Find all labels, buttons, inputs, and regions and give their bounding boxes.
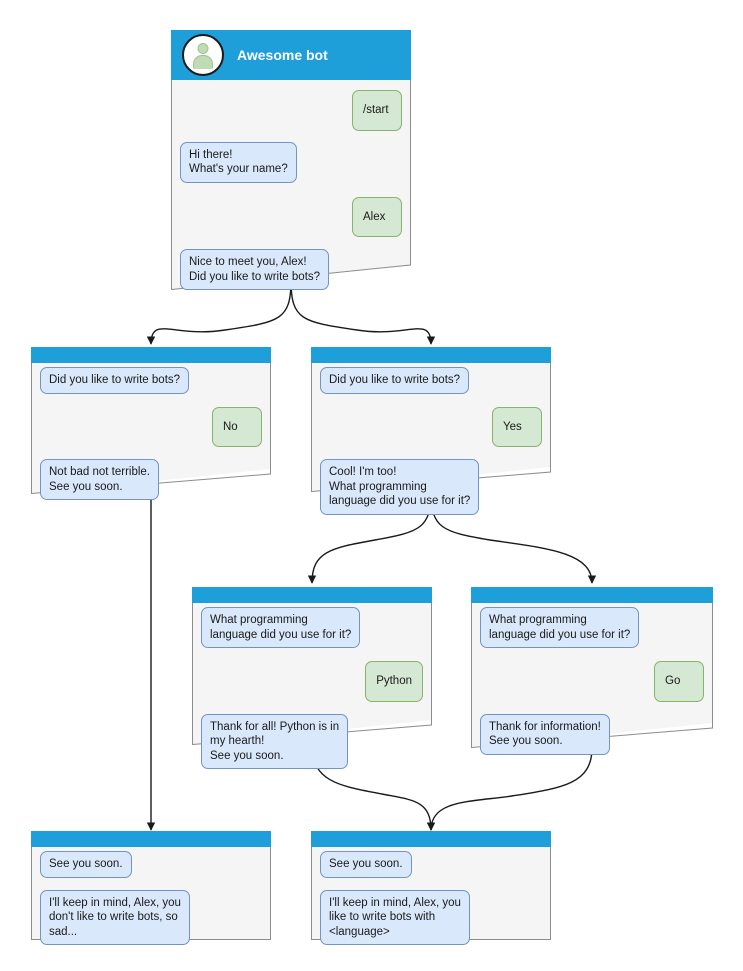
node-header-bar — [311, 347, 551, 363]
user-message-bubble[interactable]: Yes — [492, 406, 542, 447]
message-row: Cool! I'm too! What programming language… — [311, 459, 551, 515]
message-row: Did you like to write bots? — [311, 367, 551, 394]
avatar-head — [197, 43, 209, 54]
message-row: Did you like to write bots? — [31, 367, 271, 394]
bot-message-bubble[interactable]: Hi there! What's your name? — [180, 141, 297, 183]
message-row: Python — [192, 661, 432, 702]
message-row: Thank for all! Python is in my hearth! S… — [192, 713, 432, 769]
chat-messages: What programming language did you use fo… — [471, 607, 713, 755]
chat-node-root[interactable]: Awesome bot /start Hi there! What's your… — [171, 30, 411, 290]
bot-message-bubble[interactable]: Thank for information! See you soon. — [480, 713, 610, 755]
edge-go-to-end-happy — [426, 747, 593, 831]
node-header-bar — [31, 831, 271, 847]
message-row: Go — [471, 661, 713, 702]
message-row: /start — [171, 90, 411, 131]
chat-messages: /start Hi there! What's your name? Alex … — [171, 90, 411, 290]
chat-messages: See you soon. I'll keep in mind, Alex, y… — [311, 851, 551, 945]
bot-message-bubble[interactable]: Did you like to write bots? — [320, 367, 470, 394]
bot-message-bubble[interactable]: Not bad not terrible. See you soon. — [40, 459, 160, 500]
message-row: I'll keep in mind, Alex, you like to wri… — [311, 889, 551, 945]
user-message-bubble[interactable]: Python — [365, 661, 423, 702]
message-row: Alex — [171, 196, 411, 237]
message-row: Nice to meet you, Alex! Did you like to … — [171, 249, 411, 290]
bot-title: Awesome bot — [237, 47, 328, 63]
message-row: I'll keep in mind, Alex, you don't like … — [31, 889, 271, 945]
message-row: Hi there! What's your name? — [171, 141, 411, 183]
message-row: No — [31, 406, 271, 447]
user-message-bubble[interactable]: Alex — [352, 196, 402, 237]
node-header-bar — [31, 347, 271, 363]
avatar-body — [193, 55, 213, 69]
chat-node-end-sad[interactable]: See you soon. I'll keep in mind, Alex, y… — [31, 831, 271, 945]
message-row: See you soon. — [31, 851, 271, 878]
message-row: See you soon. — [311, 851, 551, 878]
user-avatar-icon — [182, 34, 224, 76]
bot-message-bubble[interactable]: What programming language did you use fo… — [480, 607, 640, 648]
user-message-bubble[interactable]: Go — [654, 661, 704, 702]
chat-node-no-branch[interactable]: Did you like to write bots? No Not bad n… — [31, 347, 271, 500]
chat-node-end-happy[interactable]: See you soon. I'll keep in mind, Alex, y… — [311, 831, 551, 945]
node-header-bar — [311, 831, 551, 847]
bot-message-bubble[interactable]: Thank for all! Python is in my hearth! S… — [201, 713, 349, 769]
node-header-bar — [471, 587, 713, 603]
chat-node-yes-branch[interactable]: Did you like to write bots? Yes Cool! I'… — [311, 347, 551, 515]
chat-node-python-branch[interactable]: What programming language did you use fo… — [192, 587, 432, 769]
node-header-bar: Awesome bot — [171, 30, 411, 80]
node-header-bar — [192, 587, 432, 603]
message-row: Thank for information! See you soon. — [471, 713, 713, 755]
user-message-bubble[interactable]: No — [212, 406, 262, 447]
chat-messages: See you soon. I'll keep in mind, Alex, y… — [31, 851, 271, 945]
bot-message-bubble[interactable]: Cool! I'm too! What programming language… — [320, 459, 480, 515]
message-row: Not bad not terrible. See you soon. — [31, 459, 271, 500]
message-row: What programming language did you use fo… — [192, 607, 432, 648]
message-row: What programming language did you use fo… — [471, 607, 713, 648]
chat-node-go-branch[interactable]: What programming language did you use fo… — [471, 587, 713, 755]
bot-message-bubble[interactable]: I'll keep in mind, Alex, you don't like … — [40, 889, 190, 945]
bot-message-bubble[interactable]: Nice to meet you, Alex! Did you like to … — [180, 249, 330, 290]
message-row: Yes — [311, 406, 551, 447]
chat-messages: Did you like to write bots? Yes Cool! I'… — [311, 367, 551, 515]
bot-message-bubble[interactable]: I'll keep in mind, Alex, you like to wri… — [320, 889, 470, 945]
chat-messages: What programming language did you use fo… — [192, 607, 432, 769]
user-message-bubble[interactable]: /start — [352, 90, 402, 131]
bot-message-bubble[interactable]: What programming language did you use fo… — [201, 607, 361, 648]
bot-message-bubble[interactable]: See you soon. — [40, 851, 132, 878]
chat-messages: Did you like to write bots? No Not bad n… — [31, 367, 271, 500]
bot-message-bubble[interactable]: See you soon. — [320, 851, 412, 878]
bot-message-bubble[interactable]: Did you like to write bots? — [40, 367, 190, 394]
